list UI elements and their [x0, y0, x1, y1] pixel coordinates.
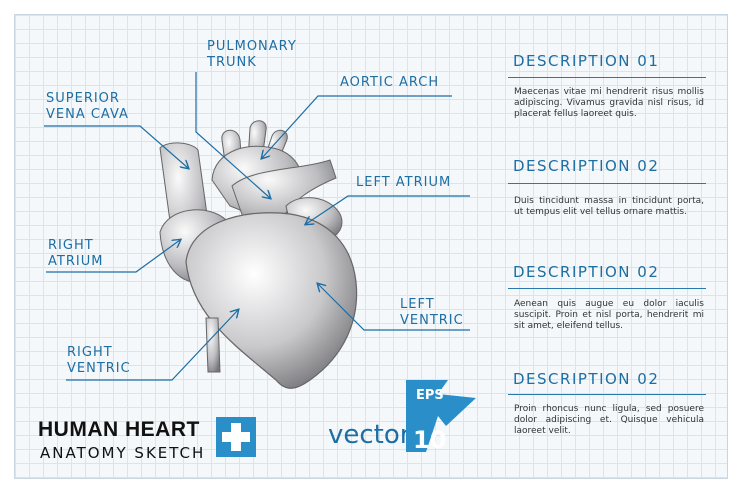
divider: [508, 77, 706, 78]
left-ventric-label: LEFT: [400, 297, 435, 312]
divider: [508, 288, 706, 289]
right-atrium-label: RIGHT: [48, 238, 94, 253]
pulmonary-trunk-label: TRUNK: [207, 55, 257, 70]
description-text: Maecenas vitae mi hendrerit risus mollis…: [514, 87, 704, 120]
superior-vena-cava-label: VENA CAVA: [46, 107, 129, 122]
pulmonary-trunk-label: PULMONARY: [207, 39, 297, 54]
left-ventric-label: VENTRIC: [400, 313, 464, 328]
description-text: Proin rhoncus nunc ligula, sed posuere d…: [514, 404, 704, 437]
description-title: DESCRIPTION 02: [513, 157, 659, 175]
vector-text: vector: [328, 420, 410, 450]
poster-subtitle: ANATOMY SKETCH: [40, 444, 205, 462]
poster-title: HUMAN HEART: [38, 418, 200, 442]
eps-number: 10: [413, 426, 446, 454]
description-title: DESCRIPTION 01: [513, 52, 659, 70]
right-ventric-label: VENTRIC: [67, 361, 131, 376]
left-atrium-label: LEFT ATRIUM: [356, 175, 451, 190]
description-title: DESCRIPTION 02: [513, 370, 659, 388]
plus-cross-icon: [216, 417, 256, 457]
right-ventric-label: RIGHT: [67, 345, 113, 360]
superior-vena-cava-label: SUPERIOR: [46, 91, 120, 106]
aortic-arch-leader: [262, 96, 452, 158]
description-text: Duis tincidunt massa in tincidunt porta,…: [514, 196, 704, 218]
right-atrium-label: ATRIUM: [48, 254, 103, 269]
divider: [508, 394, 706, 395]
description-title: DESCRIPTION 02: [513, 263, 659, 281]
inferior-vessel-shape: [206, 318, 220, 372]
description-text: Aenean quis augue eu dolor iaculis susci…: [514, 299, 704, 332]
divider: [508, 183, 706, 184]
aortic-arch-label: AORTIC ARCH: [340, 75, 439, 90]
eps-label: EPS: [416, 388, 444, 403]
